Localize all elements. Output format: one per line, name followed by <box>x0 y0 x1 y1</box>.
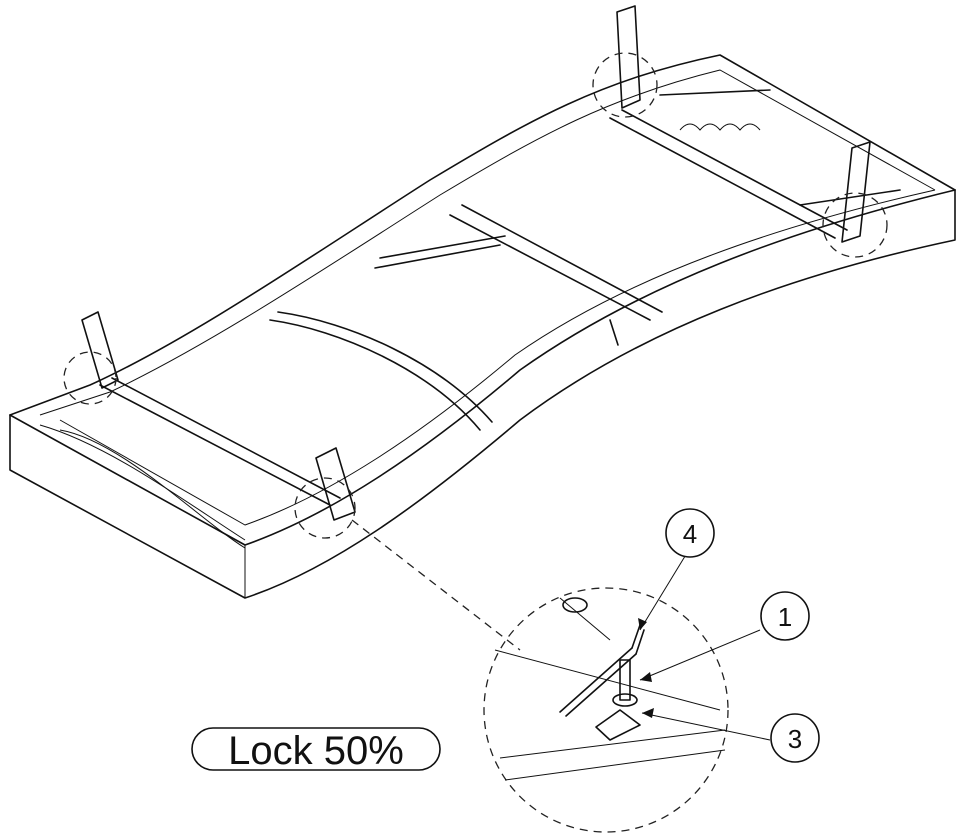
zoom-detail <box>483 587 729 833</box>
legs <box>81 5 871 521</box>
callout-1: 1 <box>760 591 810 641</box>
lock-label-text: Lock 50% <box>228 729 404 773</box>
lock-label: Lock 50% <box>191 727 441 773</box>
callout-3: 3 <box>770 713 820 763</box>
callout-leaders <box>638 547 771 741</box>
cross-members <box>99 89 901 506</box>
callout-1-number: 1 <box>778 602 792 632</box>
lounger-frame <box>9 54 956 599</box>
zoom-leader-line <box>351 519 521 651</box>
callout-3-number: 3 <box>788 724 802 754</box>
callout-4: 4 <box>665 508 715 558</box>
callout-4-number: 4 <box>683 519 697 549</box>
detail-circles <box>63 52 888 539</box>
